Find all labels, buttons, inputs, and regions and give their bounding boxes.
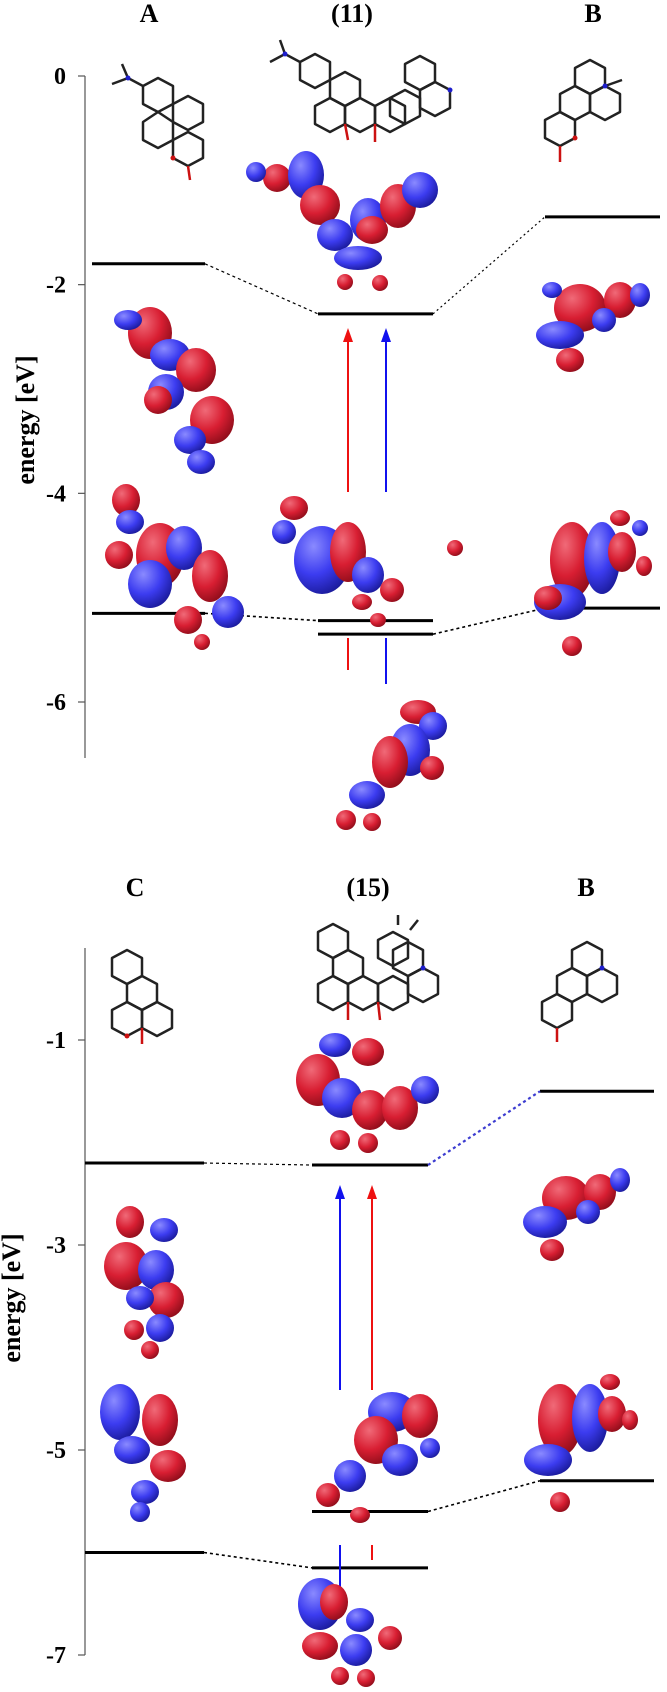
panel-bottom: C (15) B -1 -3 -5 -7 energy [eV] xyxy=(0,873,654,1687)
tick-label: -2 xyxy=(46,273,66,299)
correlation-line xyxy=(427,1479,541,1513)
orbital-a-lumo xyxy=(114,307,234,474)
correlation-line xyxy=(203,1162,313,1166)
molecule-structure-15 xyxy=(316,915,440,1021)
arrow-head-red xyxy=(343,328,353,342)
header-fragment-b: B xyxy=(577,873,594,902)
orbital-15-lumo xyxy=(296,1033,439,1153)
header-dye-11: (11) xyxy=(331,0,373,28)
orbital-c-lumo xyxy=(104,1206,184,1359)
header-fragment-b: B xyxy=(584,0,601,28)
header-dye-15: (15) xyxy=(346,873,389,902)
correlation-line xyxy=(204,263,319,315)
tick-group: -1 -3 -5 -7 xyxy=(46,1028,85,1669)
orbital-15-homo xyxy=(316,1392,440,1523)
orbital-b-lumo xyxy=(536,282,650,372)
y-axis-label: energy [eV] xyxy=(11,355,40,484)
tick-label: -7 xyxy=(46,1643,66,1669)
header-fragment-c: C xyxy=(126,873,145,902)
molecule-structure-11 xyxy=(269,39,453,142)
orbital-b-homo xyxy=(524,1374,638,1512)
orbital-b-homo xyxy=(534,510,652,656)
tick-label: -4 xyxy=(46,481,66,507)
orbital-11-homo xyxy=(272,496,463,627)
header-fragment-a: A xyxy=(140,0,159,28)
tick-label: -6 xyxy=(46,690,66,716)
correlation-line xyxy=(432,607,546,635)
panel-top: A (11) B 0 -2 -4 -6 energy [eV] xyxy=(11,0,660,831)
correlation-line xyxy=(432,216,546,315)
y-axis-label: energy [eV] xyxy=(0,1233,26,1362)
tick-label: -5 xyxy=(46,1438,66,1464)
orbital-a-homo xyxy=(105,484,244,650)
molecule-structure-a xyxy=(111,63,205,181)
orbital-15-homo-1 xyxy=(298,1578,402,1687)
orbital-c-homo xyxy=(100,1384,186,1522)
arrow-head-red xyxy=(367,1185,377,1199)
molecule-structure-b xyxy=(543,58,623,162)
tick-label: -1 xyxy=(46,1028,66,1054)
tick-label: -3 xyxy=(46,1233,66,1259)
tick-group: 0 -2 -4 -6 xyxy=(46,64,85,716)
orbital-11-homo-1 xyxy=(336,700,447,831)
correlation-line xyxy=(203,1551,313,1569)
arrow-head-blue xyxy=(381,328,391,342)
correlation-line xyxy=(427,1090,541,1166)
molecule-structure-b xyxy=(540,940,619,1042)
arrow-head-blue xyxy=(335,1185,345,1199)
orbital-11-lumo xyxy=(246,151,438,291)
tick-label: 0 xyxy=(54,64,66,90)
molecule-structure-c xyxy=(110,948,174,1044)
orbital-b-lumo xyxy=(523,1168,630,1261)
